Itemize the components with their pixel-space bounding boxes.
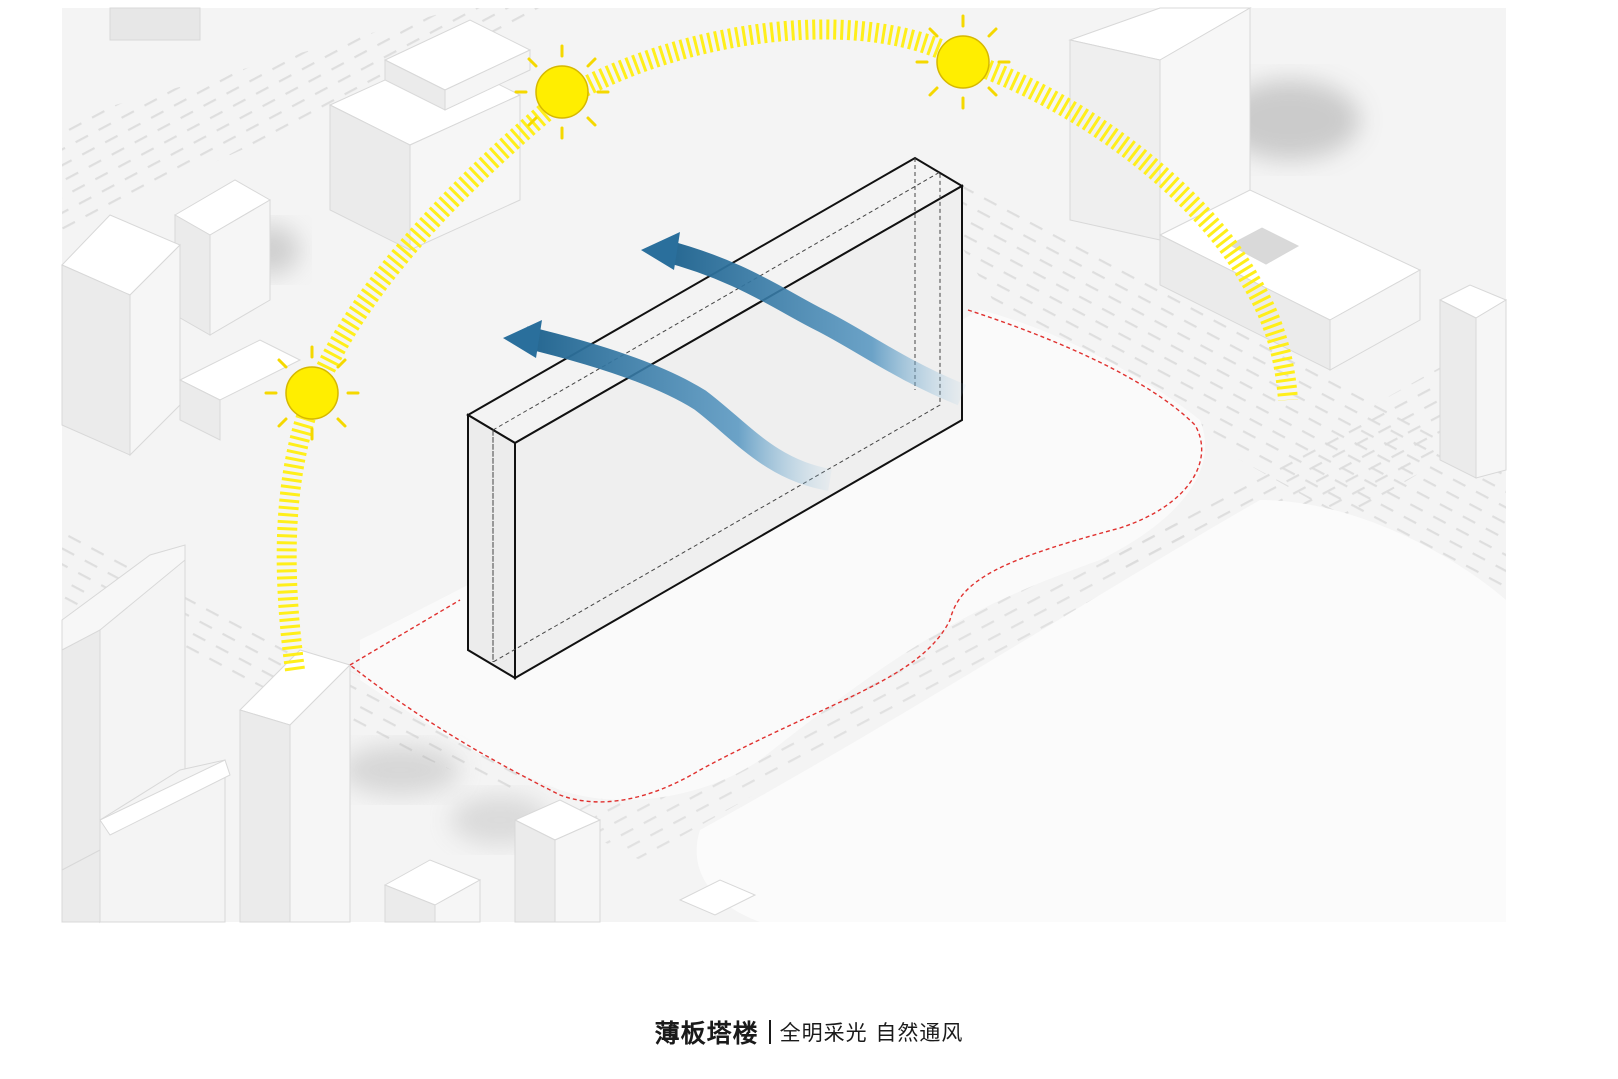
wind-arrow-upper xyxy=(641,232,967,406)
caption: 薄板塔楼 全明采光 自然通风 xyxy=(0,1012,1618,1052)
wind-arrow-lower xyxy=(503,320,833,491)
site-boundary xyxy=(349,309,1203,803)
caption-title: 薄板塔楼 xyxy=(654,1019,759,1048)
sun-arc xyxy=(276,19,1298,672)
east-plaza xyxy=(696,500,1506,922)
wind-arrow-icon xyxy=(522,326,833,491)
site-plaza xyxy=(360,310,1206,800)
sun-right xyxy=(915,14,1011,110)
sun-left xyxy=(264,345,360,441)
wind-arrowhead-upper xyxy=(641,232,680,270)
wind-arrowhead-lower xyxy=(503,320,542,358)
sun-icon xyxy=(285,366,339,420)
sun-mid xyxy=(514,44,610,140)
wind-arrow-icon xyxy=(659,239,967,406)
caption-subtitle: 全明采光 自然通风 xyxy=(779,1021,964,1045)
caption-divider xyxy=(768,1020,771,1044)
sun-icon xyxy=(535,65,589,119)
sun-icon xyxy=(936,35,990,89)
